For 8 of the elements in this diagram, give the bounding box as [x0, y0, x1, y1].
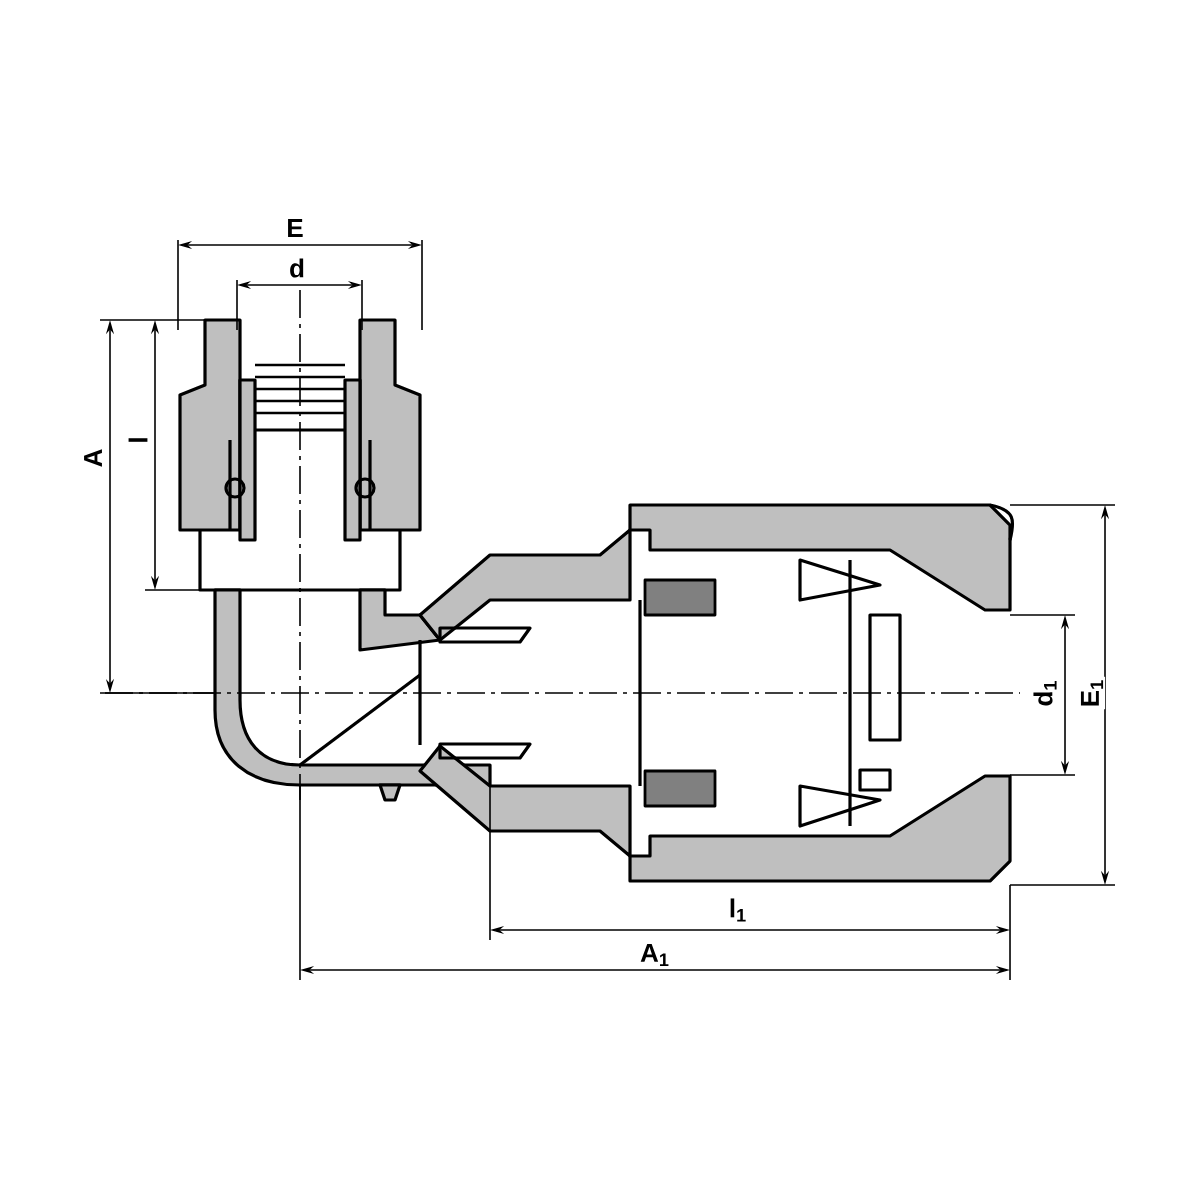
- dimension-label: l$_{1}$: [726, 896, 750, 924]
- dimension-label: E$_{1}$: [1078, 676, 1106, 710]
- dimension-label: l: [126, 434, 150, 446]
- dimension-label: A$_{1}$: [638, 941, 672, 969]
- dimension-label: d$_{1}$: [1031, 677, 1059, 709]
- dimension-label: E: [284, 217, 306, 239]
- dimension-label: d: [287, 256, 307, 280]
- dimension-label: A: [82, 446, 104, 470]
